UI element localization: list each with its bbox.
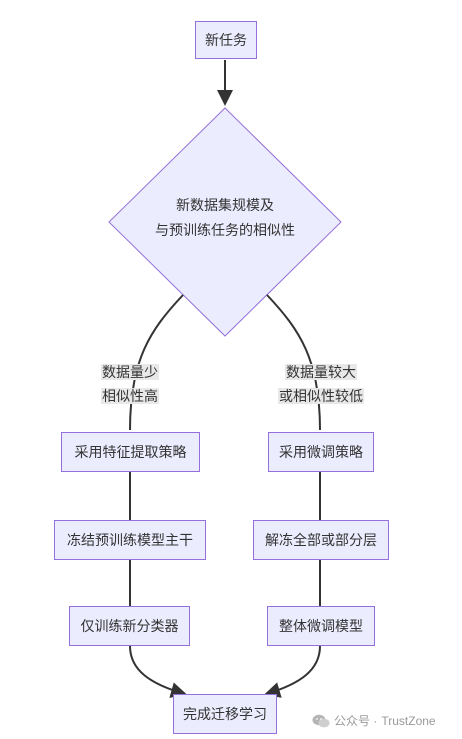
edge-decision-to-right [266,294,321,431]
watermark-name: TrustZone [381,713,436,728]
edge-label-right-line1: 数据量较大 [285,364,357,380]
edge-decision-to-left [129,294,184,431]
watermark: 公众号 · TrustZone [312,712,436,729]
node-feature-extraction: 采用特征提取策略 [61,432,200,472]
node-train-classifier: 仅训练新分类器 [69,606,190,646]
edge-left3-to-end [129,645,187,698]
edge-right3-to-end [264,645,321,698]
wechat-icon [312,714,330,727]
edge-label-right-line2: 或相似性较低 [278,388,364,404]
node-unfreeze-layers: 解冻全部或部分层 [253,520,389,560]
node-freeze-backbone: 冻结预训练模型主干 [54,520,206,560]
edge-label-left-line2: 相似性高 [101,388,159,404]
decision-label-line1: 新数据集规模及 [176,197,274,213]
watermark-prefix: 公众号 · [334,714,378,728]
edge-label-left-line1: 数据量少 [101,364,159,380]
decision-diamond [108,107,342,337]
node-fine-tuning: 采用微调策略 [268,432,374,472]
node-whole-fine-tune: 整体微调模型 [267,606,375,646]
node-finish-transfer: 完成迁移学习 [173,694,277,734]
edge-label-left: 数据量少 相似性高 [88,360,172,408]
edge-label-right: 数据量较大 或相似性较低 [266,360,376,408]
decision-label: 新数据集规模及 与预训练任务的相似性 [110,193,340,243]
decision-label-line2: 与预训练任务的相似性 [155,222,295,238]
node-new-task: 新任务 [195,21,257,59]
